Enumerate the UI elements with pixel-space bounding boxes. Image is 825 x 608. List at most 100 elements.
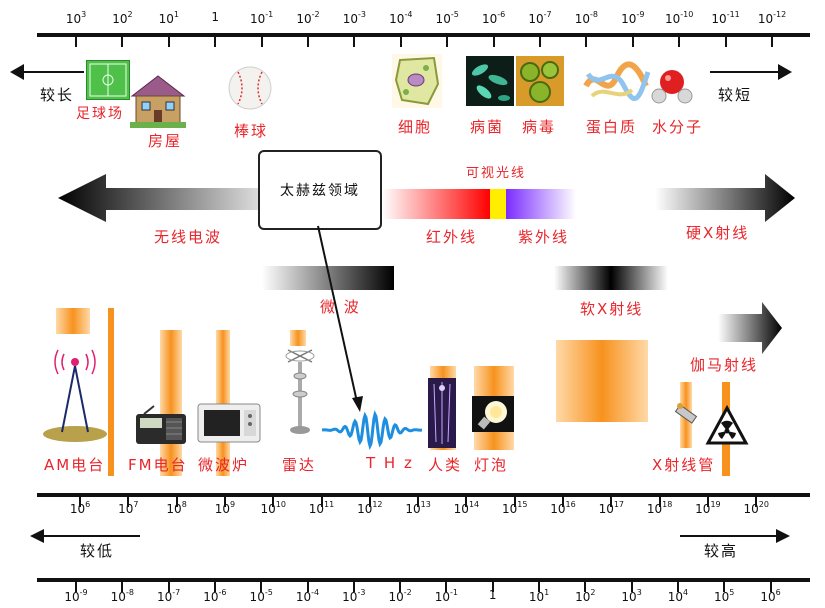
frequency-tick-label: 1018	[646, 500, 673, 516]
frequency-axis-line	[37, 493, 810, 497]
wavelength-tick-label: 10-4	[389, 10, 413, 26]
energy-tick	[75, 582, 77, 592]
thz-callout-box: 太赫兹领域	[258, 150, 382, 230]
radiation-hazard-icon	[705, 404, 749, 445]
wavelength-tick	[492, 37, 495, 47]
frequency-tick	[368, 497, 371, 507]
energy-tick	[399, 582, 402, 592]
ultraviolet-label: 紫外线	[518, 228, 570, 246]
wavelength-tick	[121, 37, 124, 47]
frequency-tick-label: 1013	[405, 500, 431, 516]
wavelength-tick	[167, 37, 170, 47]
frequency-tick	[175, 497, 178, 507]
human-icon	[428, 378, 456, 448]
wavelength-tick	[307, 37, 309, 47]
microwave-label: 微 波	[320, 298, 361, 316]
energy-tick-label: 105	[714, 588, 735, 604]
wavelength-tick	[399, 37, 402, 47]
energy-tick-label: 10-6	[203, 588, 227, 604]
frequency-tick-label: 108	[166, 500, 187, 516]
frequency-tick	[223, 497, 226, 507]
frequency-tick	[79, 497, 81, 507]
higher-label: 较高	[704, 542, 739, 560]
am-tower-icon	[43, 349, 107, 442]
light-bulb-icon	[472, 396, 514, 432]
energy-tick	[630, 582, 633, 592]
water-molecule-label: 水分子	[652, 118, 704, 136]
wavelength-tick	[771, 37, 773, 47]
wavelength-tick-label: 10-8	[574, 10, 599, 26]
frequency-tick	[562, 497, 564, 507]
light-bulb-label: 灯泡	[474, 456, 509, 474]
frequency-tick-label: 106	[69, 500, 91, 516]
frequency-tick-label: 1017	[598, 500, 625, 516]
frequency-tick-label: 109	[214, 500, 236, 516]
baseball-icon	[228, 66, 272, 110]
wavelength-axis-line	[37, 33, 810, 37]
wavelength-tick	[75, 37, 77, 47]
frequency-tick-label: 1019	[695, 500, 721, 516]
energy-tick	[121, 582, 124, 592]
energy-tick	[260, 582, 263, 592]
protein-icon	[583, 61, 651, 101]
microwave-oven-icon	[197, 403, 261, 443]
energy-tick-label: 10-2	[388, 588, 412, 604]
frequency-tick	[755, 497, 758, 507]
wavelength-tick-label: 10-10	[665, 10, 694, 26]
energy-tick	[723, 582, 726, 592]
energy-tick-label: 10-4	[295, 588, 320, 604]
energy-tick	[445, 582, 448, 592]
energy-tick-label: 101	[528, 588, 550, 604]
house-label: 房屋	[148, 132, 183, 150]
wavelength-tick-label: 102	[112, 10, 133, 26]
frequency-tick-label: 1016	[550, 500, 576, 516]
thz-callout-label: 太赫兹领域	[280, 183, 360, 199]
frequency-tick	[320, 497, 323, 507]
radar-label: 雷达	[282, 456, 317, 474]
length-arrows	[10, 64, 792, 80]
energy-tick	[167, 582, 170, 592]
visible-light-label: 可视光线	[466, 166, 527, 181]
xray-tube-icon	[674, 403, 698, 424]
wavelength-tick	[631, 37, 634, 47]
football-field-label: 足球场	[76, 106, 124, 122]
infrared-label: 红外线	[426, 228, 478, 246]
energy-direction-arrows	[30, 529, 790, 543]
wavelength-tick-label: 10-2	[296, 10, 320, 26]
energy-tick-label: 10-5	[249, 588, 273, 604]
energy-tick-label: 10-8	[110, 588, 134, 604]
energy-tick-label: 103	[621, 588, 642, 604]
football-field-icon	[86, 60, 130, 100]
thz-wave-icon	[321, 410, 422, 451]
soft-xray-label: 软X射线	[580, 300, 644, 318]
fm-radio-icon	[136, 405, 186, 444]
virus-label: 病毒	[522, 118, 557, 136]
wavelength-tick-label: 10-6	[481, 10, 506, 26]
wavelength-tick-label: 10-12	[757, 10, 787, 26]
fm-station-label: FM电台	[128, 456, 188, 474]
frequency-tick	[610, 497, 613, 507]
wavelength-tick-label: 10-5	[435, 10, 459, 26]
water-molecule-icon	[651, 70, 693, 104]
baseball-label: 棒球	[234, 122, 269, 140]
frequency-tick-label: 1014	[453, 500, 480, 516]
human-label: 人类	[428, 456, 463, 474]
wavelength-tick	[724, 37, 727, 47]
wavelength-tick	[260, 37, 263, 47]
frequency-tick	[127, 497, 130, 507]
energy-tick	[584, 582, 587, 592]
xray-tube-label: X射线管	[652, 456, 716, 474]
energy-tick-label: 10-1	[434, 588, 459, 604]
energy-tick	[491, 582, 494, 592]
frequency-tick	[658, 497, 661, 507]
frequency-tick-label: 1011	[308, 500, 335, 516]
energy-tick-label: 10-3	[342, 588, 366, 604]
wavelength-tick	[539, 37, 541, 47]
gamma-ray-label: 伽马射线	[690, 356, 759, 374]
energy-tick	[676, 582, 679, 592]
wavelength-tick-label: 103	[65, 10, 87, 26]
thz-label: T H z	[366, 454, 414, 472]
frequency-tick-label: 1020	[743, 500, 769, 516]
energy-tick-label: 106	[760, 588, 781, 604]
